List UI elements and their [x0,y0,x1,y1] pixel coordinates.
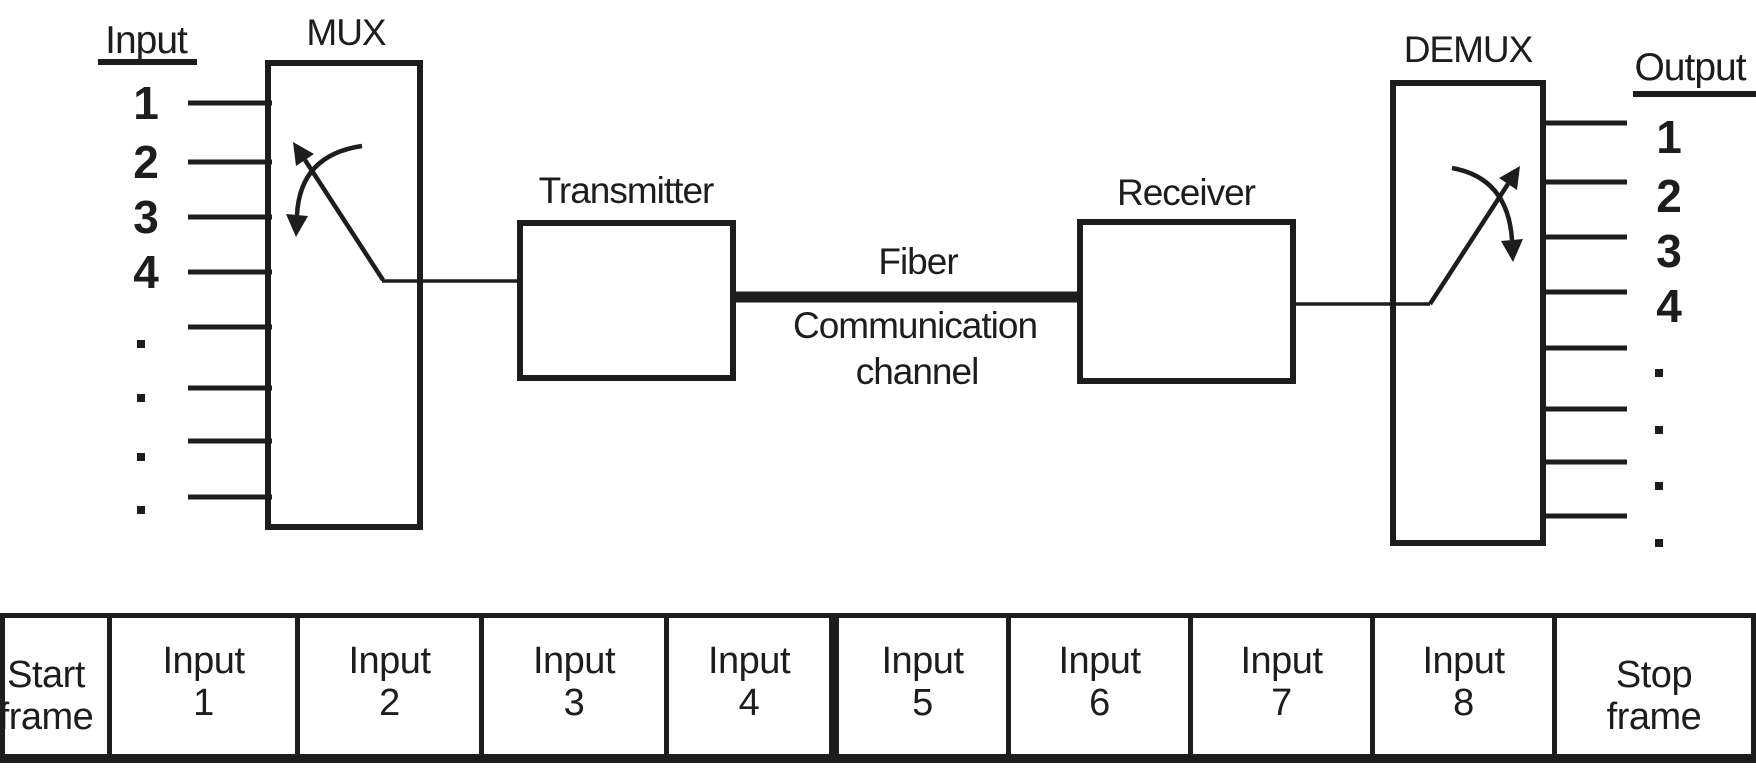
frame-cell-label: 8 [1453,682,1474,724]
frame-cell-label: Input [707,640,791,682]
frame-cell-input-3: Input 3 [479,613,669,763]
demux-label: DEMUX [1404,29,1533,70]
output-line-label-4: 4 [1656,280,1682,332]
frame-cell-label: 4 [738,682,760,724]
frame-cell-label: Input [348,640,431,682]
mux-switch-arm [303,158,385,282]
input-dot [137,394,145,402]
input-line-label-3: 3 [133,191,159,243]
mux-switch-arc [294,143,363,216]
mux-switch-arc-arrowhead [286,214,308,237]
frame-cell-label: frame [0,696,94,738]
frame-sequence-table: Start frame Input 1 Input 2 Input 3 Inpu… [0,613,1756,763]
output-line-label-3: 3 [1656,225,1682,277]
mux-switch [286,142,385,282]
demux-switch-arc [1451,165,1515,241]
frame-cell-label: Input [1240,640,1323,682]
receiver-label: Receiver [1117,172,1256,213]
output-ellipsis-dots [1655,369,1663,547]
input-dot [137,340,145,348]
transmitter-box [517,220,736,381]
mux-switch-arm-arrowhead [293,142,314,166]
frame-cell-label: Input [881,640,964,682]
frame-cell-input-2: Input 2 [295,613,484,763]
input-dot [137,506,145,514]
fiber-label: Fiber [878,241,958,282]
frame-cell-label: frame [1606,696,1702,738]
communication-channel-label-line2: channel [856,351,979,392]
frame-cell-label: Start [7,654,85,696]
mux-input-lines [188,100,272,500]
frame-cell-stop: Stop frame [1552,613,1756,763]
frame-cell-label: 5 [912,682,933,724]
frame-cell-label: Input [1422,640,1505,682]
mux-label: MUX [306,12,386,53]
frame-cell-label: 7 [1271,682,1292,724]
input-line-label-4: 4 [133,246,159,298]
frame-cell-input-5: Input 5 [829,613,1011,763]
communication-channel-label-line1: Communication [793,305,1037,346]
frame-cell-label: Input [162,640,245,682]
frame-cell-input-4: Input 4 [664,613,834,763]
table-left-border [0,613,5,763]
demux-switch-arm-arrowhead [1499,166,1520,190]
output-dot [1655,482,1663,490]
frame-cell-input-7: Input 7 [1188,613,1375,763]
frame-cell-input-8: Input 8 [1370,613,1557,763]
frame-cell-input-1: Input 1 [107,613,300,763]
input-line-label-2: 2 [133,136,159,188]
output-dot [1655,539,1663,547]
input-dot [137,453,145,461]
output-line-label-2: 2 [1656,170,1682,222]
demux-output-lines [1540,120,1627,519]
receiver-box [1077,219,1296,384]
output-dot [1655,369,1663,377]
frame-cell-label: Input [1058,640,1141,682]
demux-switch-arc-arrowhead [1501,239,1523,262]
frame-cell-input-6: Input 6 [1006,613,1193,763]
frame-cell-label: 3 [563,682,585,724]
frame-cell-label: 1 [193,682,214,724]
output-line-label-1: 1 [1656,111,1682,163]
demux-switch-arm [1428,182,1510,306]
mux-box [265,60,423,530]
frame-cell-label: 6 [1089,682,1110,724]
transmitter-label: Transmitter [539,170,714,211]
frame-cell-label: Input [532,640,616,682]
demux-box [1390,80,1546,546]
input-line-label-1: 1 [133,77,159,129]
demux-switch [1428,165,1523,306]
input-heading: Input [105,19,188,62]
frame-cell-label: Stop [1615,654,1693,696]
frame-cell-label: 2 [379,682,400,724]
output-dot [1655,426,1663,434]
input-ellipsis-dots [137,340,145,514]
output-heading: Output [1634,46,1746,89]
frame-cell-start: Start frame [0,613,112,763]
